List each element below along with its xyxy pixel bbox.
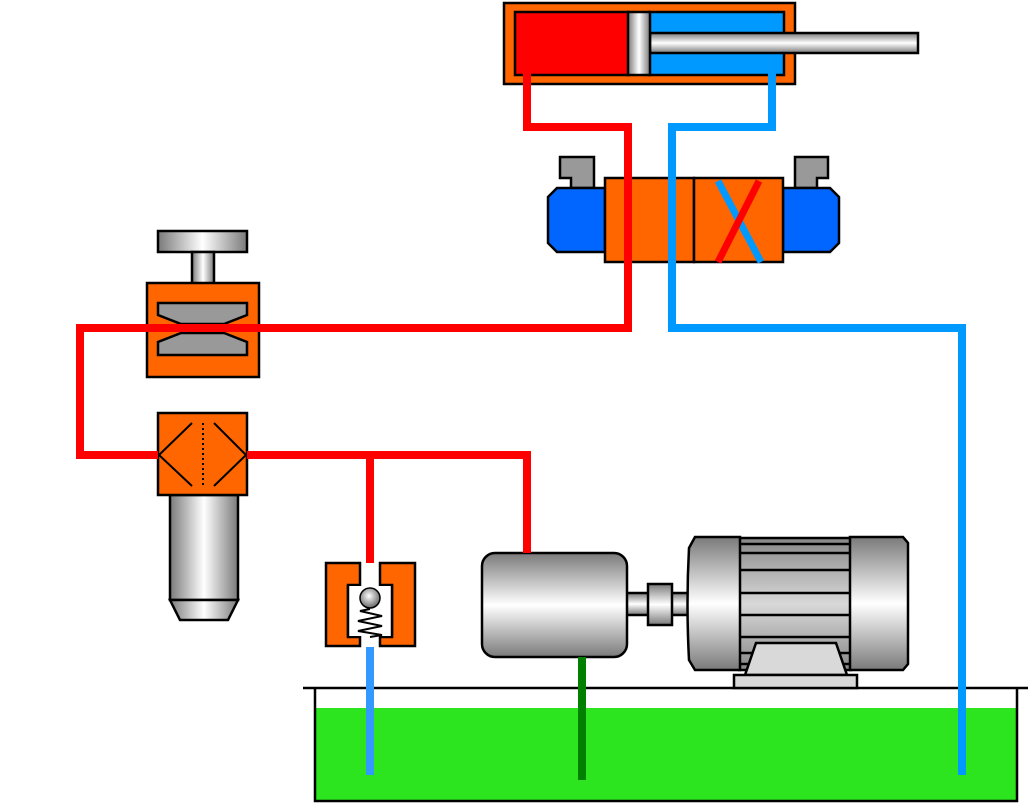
check-valve-body-right [378, 561, 417, 648]
motor-mount [743, 641, 849, 677]
tank-walls [313, 688, 1019, 803]
electric-motor [686, 535, 910, 690]
pressure-pipe-cylinder [76, 70, 632, 459]
shaft-coupling [646, 582, 674, 627]
return-pipe-cylinder [668, 70, 966, 775]
pump-body [480, 551, 629, 659]
solenoid-right[interactable] [781, 186, 841, 254]
valve-wedge-upper [156, 301, 249, 326]
tank-fluid [316, 708, 1016, 800]
directional-control-valve[interactable] [546, 155, 841, 264]
check-valve [324, 561, 417, 648]
pressure-line [76, 70, 632, 563]
cylinder-chamber-cap-side [513, 10, 631, 77]
filter-bowl [168, 493, 240, 602]
check-valve-ball [359, 587, 381, 609]
filter-chevron-left-icon [157, 422, 193, 487]
valve-wedge-lower [156, 331, 249, 357]
solenoid-tab-right-icon [793, 155, 830, 190]
solenoid-tab-left-icon [558, 155, 596, 190]
filter-chevron-right-icon [213, 422, 248, 487]
solenoid-left[interactable] [546, 186, 607, 254]
return-line [366, 70, 966, 775]
motor-foot [732, 673, 859, 690]
valve-handle[interactable] [156, 229, 249, 254]
double-acting-cylinder[interactable] [502, 1, 920, 86]
pressure-pipe-pump [247, 451, 531, 553]
cylinder-rod [648, 31, 920, 55]
valve-position-parallel [603, 176, 696, 264]
hydraulic-pump [480, 551, 692, 659]
motor-end-cap-left [686, 535, 742, 672]
reservoir-tank [303, 686, 1028, 803]
pressure-filter [156, 411, 249, 622]
check-valve-spring-icon [357, 608, 383, 638]
cylinder-piston [626, 10, 652, 77]
valve-cross-pressure-path [714, 179, 763, 264]
motor-end-cap-right [848, 535, 910, 672]
filter-bowl-bottom [167, 598, 241, 622]
shut-off-valve[interactable] [145, 229, 261, 379]
